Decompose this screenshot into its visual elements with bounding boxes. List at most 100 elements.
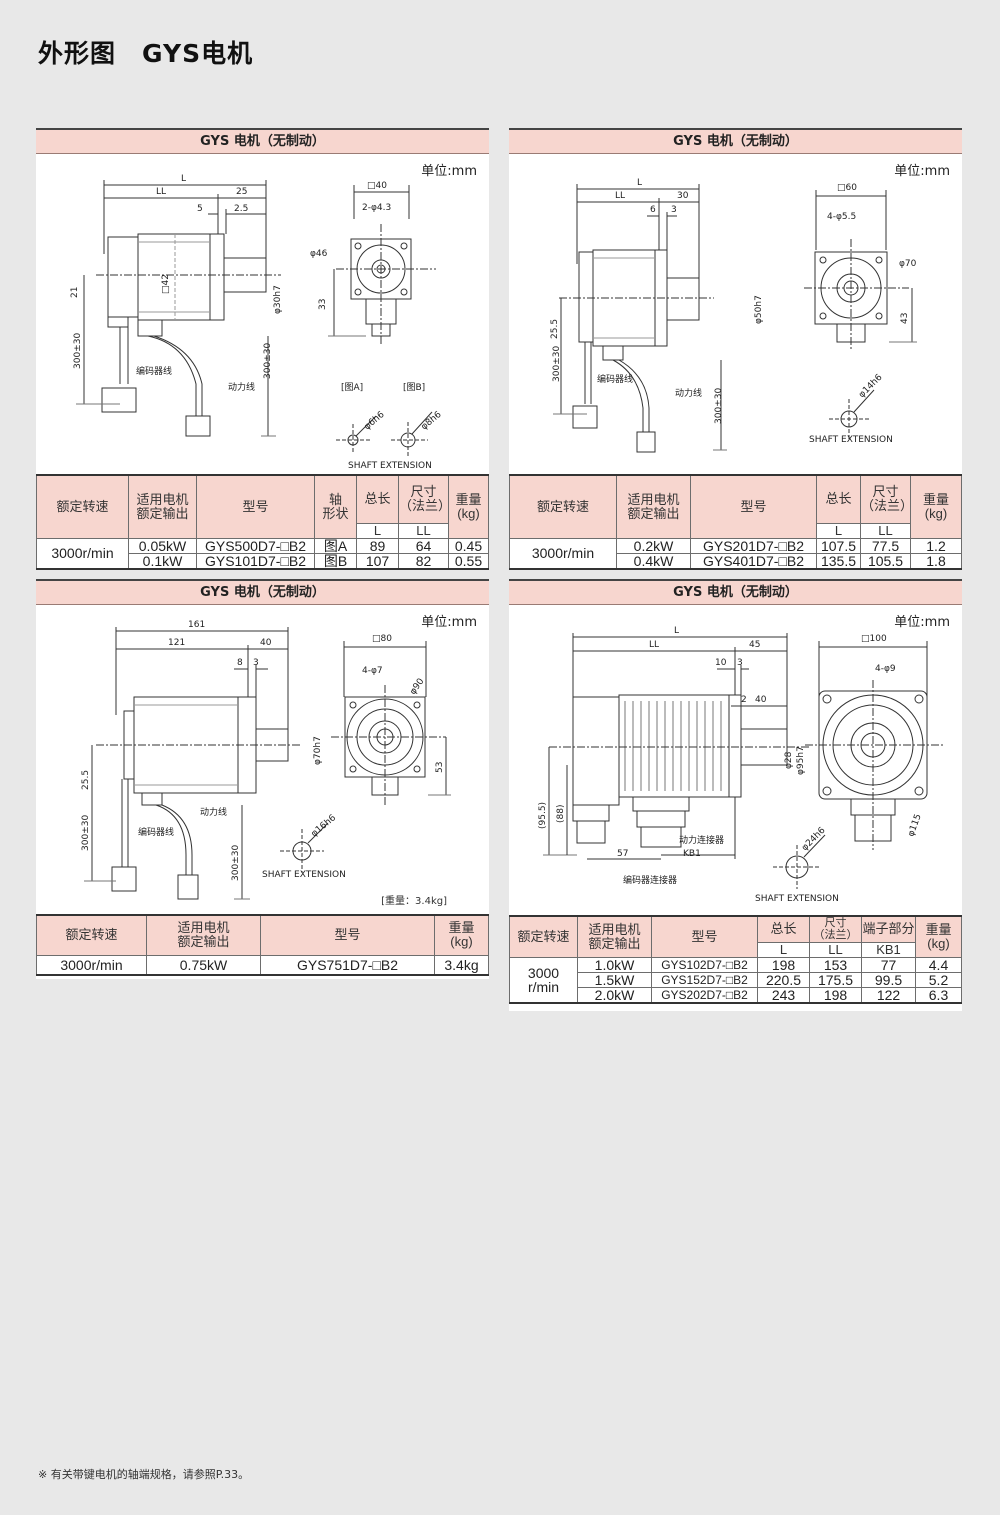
cell-LL: 77.5 [860,537,911,554]
dim-30: 30 [677,191,689,201]
th-total: 总长 [356,474,399,524]
dim-115: φ115 [906,813,923,838]
th-output: 适用电机 额定输出 [577,915,652,958]
cell-output: 2.0kW [577,986,652,1004]
cell-kg: 0.55 [448,552,489,570]
dim-hole-7: 4-φ7 [362,666,383,676]
dim-8: 8 [237,658,243,668]
dim-L: L [674,626,679,636]
dim-53: 53 [435,762,445,773]
cell-output: 0.1kW [128,552,197,570]
dim-sq-42: □42 [161,274,171,294]
th-shaft: 轴 形状 [314,474,357,539]
cell-shaft: 图B [314,552,357,570]
cell-LL: 64 [398,537,449,554]
th-speed: 额定转速 [509,474,617,539]
cell-model: GYS202D7-□B2 [651,986,758,1004]
th-speed: 额定转速 [36,914,147,956]
unit-label: 单位:mm [894,615,950,630]
cell-KB1: 122 [861,986,916,1004]
cell-kg: 5.2 [915,971,962,988]
label-shaft-extension: SHAFT EXTENSION [755,894,839,904]
cell-KB1: 99.5 [861,971,916,988]
cell-speed: 3000r/min [36,537,129,570]
cell-speed: 3000r/min [36,954,147,976]
label-power-connector: 动力连接器 [679,834,724,846]
cell-kg: 1.2 [910,537,962,554]
cell-output: 1.5kW [577,971,652,988]
panel-gys-750w: GYS 电机（无制动） 单位:mm 161 121 40 8 3 □80 4-φ… [36,579,489,979]
cell-output: 0.05kW [128,537,197,554]
dim-flange-60: □60 [837,183,857,193]
dim-5: 5 [197,204,203,214]
cell-model: GYS500D7-□B2 [196,537,315,554]
cell-model: GYS102D7-□B2 [651,956,758,973]
th-speed: 额定转速 [36,474,129,539]
label-figure-a: [图A] [341,382,363,393]
cell-output: 1.0kW [577,956,652,973]
th-speed: 额定转速 [509,915,578,958]
th-weight: 重量 (kg) [910,474,962,539]
footnote: ※ 有关带键电机的轴端规格，请参照P.33。 [38,1468,250,1481]
dim-45: 45 [749,640,760,650]
cell-speed: 3000 r/min [509,956,578,1004]
drawing-gys-1-2kw: L LL 45 10 3 2 40 □100 4-φ9 φ28 φ95h7 (9… [538,626,944,904]
cell-LL: 105.5 [860,552,911,570]
dim-shaft-50: φ50h7 [754,295,764,324]
dim-161: 161 [188,620,205,630]
drawing-gys-200-400w: L LL 30 6 3 □60 4-φ5.5 φ50h7 φ70 25.5 43… [550,178,917,453]
label-power-cable: 动力线 [675,387,702,399]
panel-title: GYS 电机（无制动） [36,581,489,605]
cell-output: 0.2kW [616,537,691,554]
panel-title: GYS 电机（无制动） [509,130,962,154]
panel-title: GYS 电机（无制动） [36,130,489,154]
cell-LL: 82 [398,552,449,570]
dim-3: 3 [253,658,259,668]
dim-hole-4-3: 2-φ4.3 [362,203,391,213]
dim-L: L [637,178,642,188]
unit-label: 单位:mm [894,164,950,179]
dim-cable-power: 300±30 [263,343,273,379]
th-dims: 尺寸 （法兰） [398,474,451,524]
label-power-cable: 动力线 [228,381,255,393]
th-weight: 重量 (kg) [915,915,962,958]
th-output: 适用电机 额定输出 [616,474,691,539]
panel-gys-50-100w: GYS 电机（无制动） 单位:mm [36,128,489,570]
spec-table-2: 额定转速 适用电机 额定输出 型号 总长 尺寸 （法兰） 重量 (kg) L L… [509,474,962,570]
dim-46: φ46 [310,249,328,259]
cell-kg: 3.4kg [434,954,489,976]
dim-L: L [181,174,186,184]
cell-model: GYS201D7-□B2 [690,537,817,554]
th-model: 型号 [690,474,817,539]
cell-LL: 153 [809,956,862,973]
th-dims: 尺寸 （法兰） [860,474,913,524]
th-KB1: KB1 [861,941,916,958]
dim-3: 3 [671,205,677,215]
th-L: L [757,941,810,958]
dim-flange-40: □40 [367,181,387,191]
cell-L: 220.5 [757,971,810,988]
label-encoder-cable: 编码器线 [597,373,633,385]
cell-model: GYS751D7-□B2 [260,954,435,976]
dim-shaft-70: φ70h7 [313,736,323,765]
dim-flange-100: □100 [861,634,887,644]
cell-L: 243 [757,986,810,1004]
spec-table-1: 额定转速 适用电机 额定输出 型号 轴 形状 总长 尺寸 （法兰） 重量 (kg… [36,474,489,570]
dim-LL: LL [615,191,625,201]
cell-shaft: 图A [314,537,357,554]
dim-shaft-16: φ16h6 [310,813,339,839]
unit-label: 单位:mm [421,615,477,630]
cell-L: 198 [757,956,810,973]
dim-2: 2 [741,695,747,705]
dim-25: 25 [236,187,247,197]
spec-table-3: 额定转速 适用电机 额定输出 型号 重量 (kg) 3000r/min 0.75… [36,914,489,976]
dim-LL: LL [649,640,659,650]
th-model: 型号 [196,474,315,539]
dim-cable-power: 300±30 [231,845,241,881]
dim-10: 10 [715,658,727,668]
dim-shaft-95: φ95h7 [796,746,806,775]
spec-table-4: 额定转速 适用电机 额定输出 型号 总长 尺寸 （法兰） 端子部分 重量 (kg… [509,915,962,1004]
cell-LL: 198 [809,986,862,1004]
cell-kg: 0.45 [448,537,489,554]
drawing-gys-50-100w: L LL 25 5 2.5 □40 2-φ4.3 φ46 □42 φ30h7 2… [70,174,444,471]
